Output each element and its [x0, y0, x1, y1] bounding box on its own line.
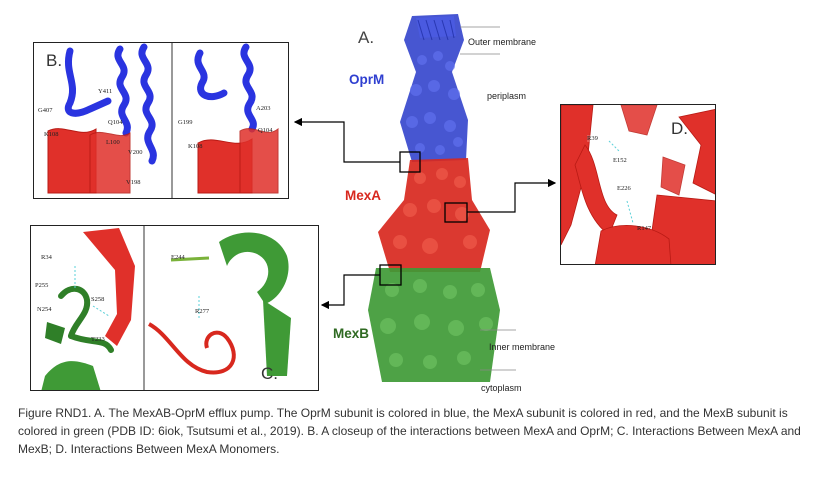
periplasm-label: periplasm: [487, 91, 527, 101]
residue-label: V200: [128, 149, 143, 156]
panel-a-label: A.: [358, 28, 375, 47]
residue-label: P255: [35, 282, 49, 289]
residue-label: Q104: [258, 127, 273, 134]
residue-label: R277: [195, 308, 210, 315]
mexa-label: MexA: [345, 188, 382, 203]
residue-label: A203: [256, 105, 271, 112]
residue-label: N254: [37, 306, 52, 313]
residue-label: R147: [637, 225, 652, 232]
residue-label: R34: [41, 254, 52, 261]
residue-label: S258: [91, 296, 105, 303]
oprm-label: OprM: [349, 72, 385, 87]
panel-b: B. G407 Y411 Q104 K108 L100 V200 V198 G1…: [33, 42, 289, 199]
panel-c-letter: C.: [261, 364, 278, 383]
mexa-structure: [378, 158, 490, 272]
panel-d: D. R39 E152 E226 R147: [560, 104, 716, 265]
residue-label: L100: [106, 139, 120, 146]
connector-arrows: [293, 117, 557, 310]
mexb-label: MexB: [333, 326, 370, 341]
residue-label: E226: [617, 185, 631, 192]
cytoplasm-label: cytoplasm: [481, 383, 522, 393]
residue-label: E152: [613, 157, 627, 164]
residue-label: G199: [178, 119, 193, 126]
residue-label: K108: [44, 131, 59, 138]
residue-label: Q104: [108, 119, 123, 126]
residue-label: Y411: [98, 88, 113, 95]
residue-label: G407: [38, 107, 53, 114]
residue-label: R39: [587, 135, 598, 142]
residue-label: V198: [126, 179, 141, 186]
panel-b-letter: B.: [46, 51, 63, 70]
panel-d-letter: D.: [671, 119, 688, 138]
residue-label: K108: [188, 143, 203, 150]
panel-c: R34 P255 S258 N254 T233 E244 R277 C.: [30, 225, 319, 391]
inner-membrane-label: Inner membrane: [489, 342, 556, 352]
outer-membrane-label: Outer membrane: [468, 37, 537, 47]
pump-structure-image: [368, 14, 516, 382]
residue-label: E244: [171, 254, 185, 261]
mexb-structure: [368, 268, 500, 382]
oprm-structure: [400, 14, 468, 162]
figure-caption: Figure RND1. A. The MexAB-OprM efflux pu…: [18, 406, 801, 456]
residue-label: T233: [91, 336, 105, 343]
